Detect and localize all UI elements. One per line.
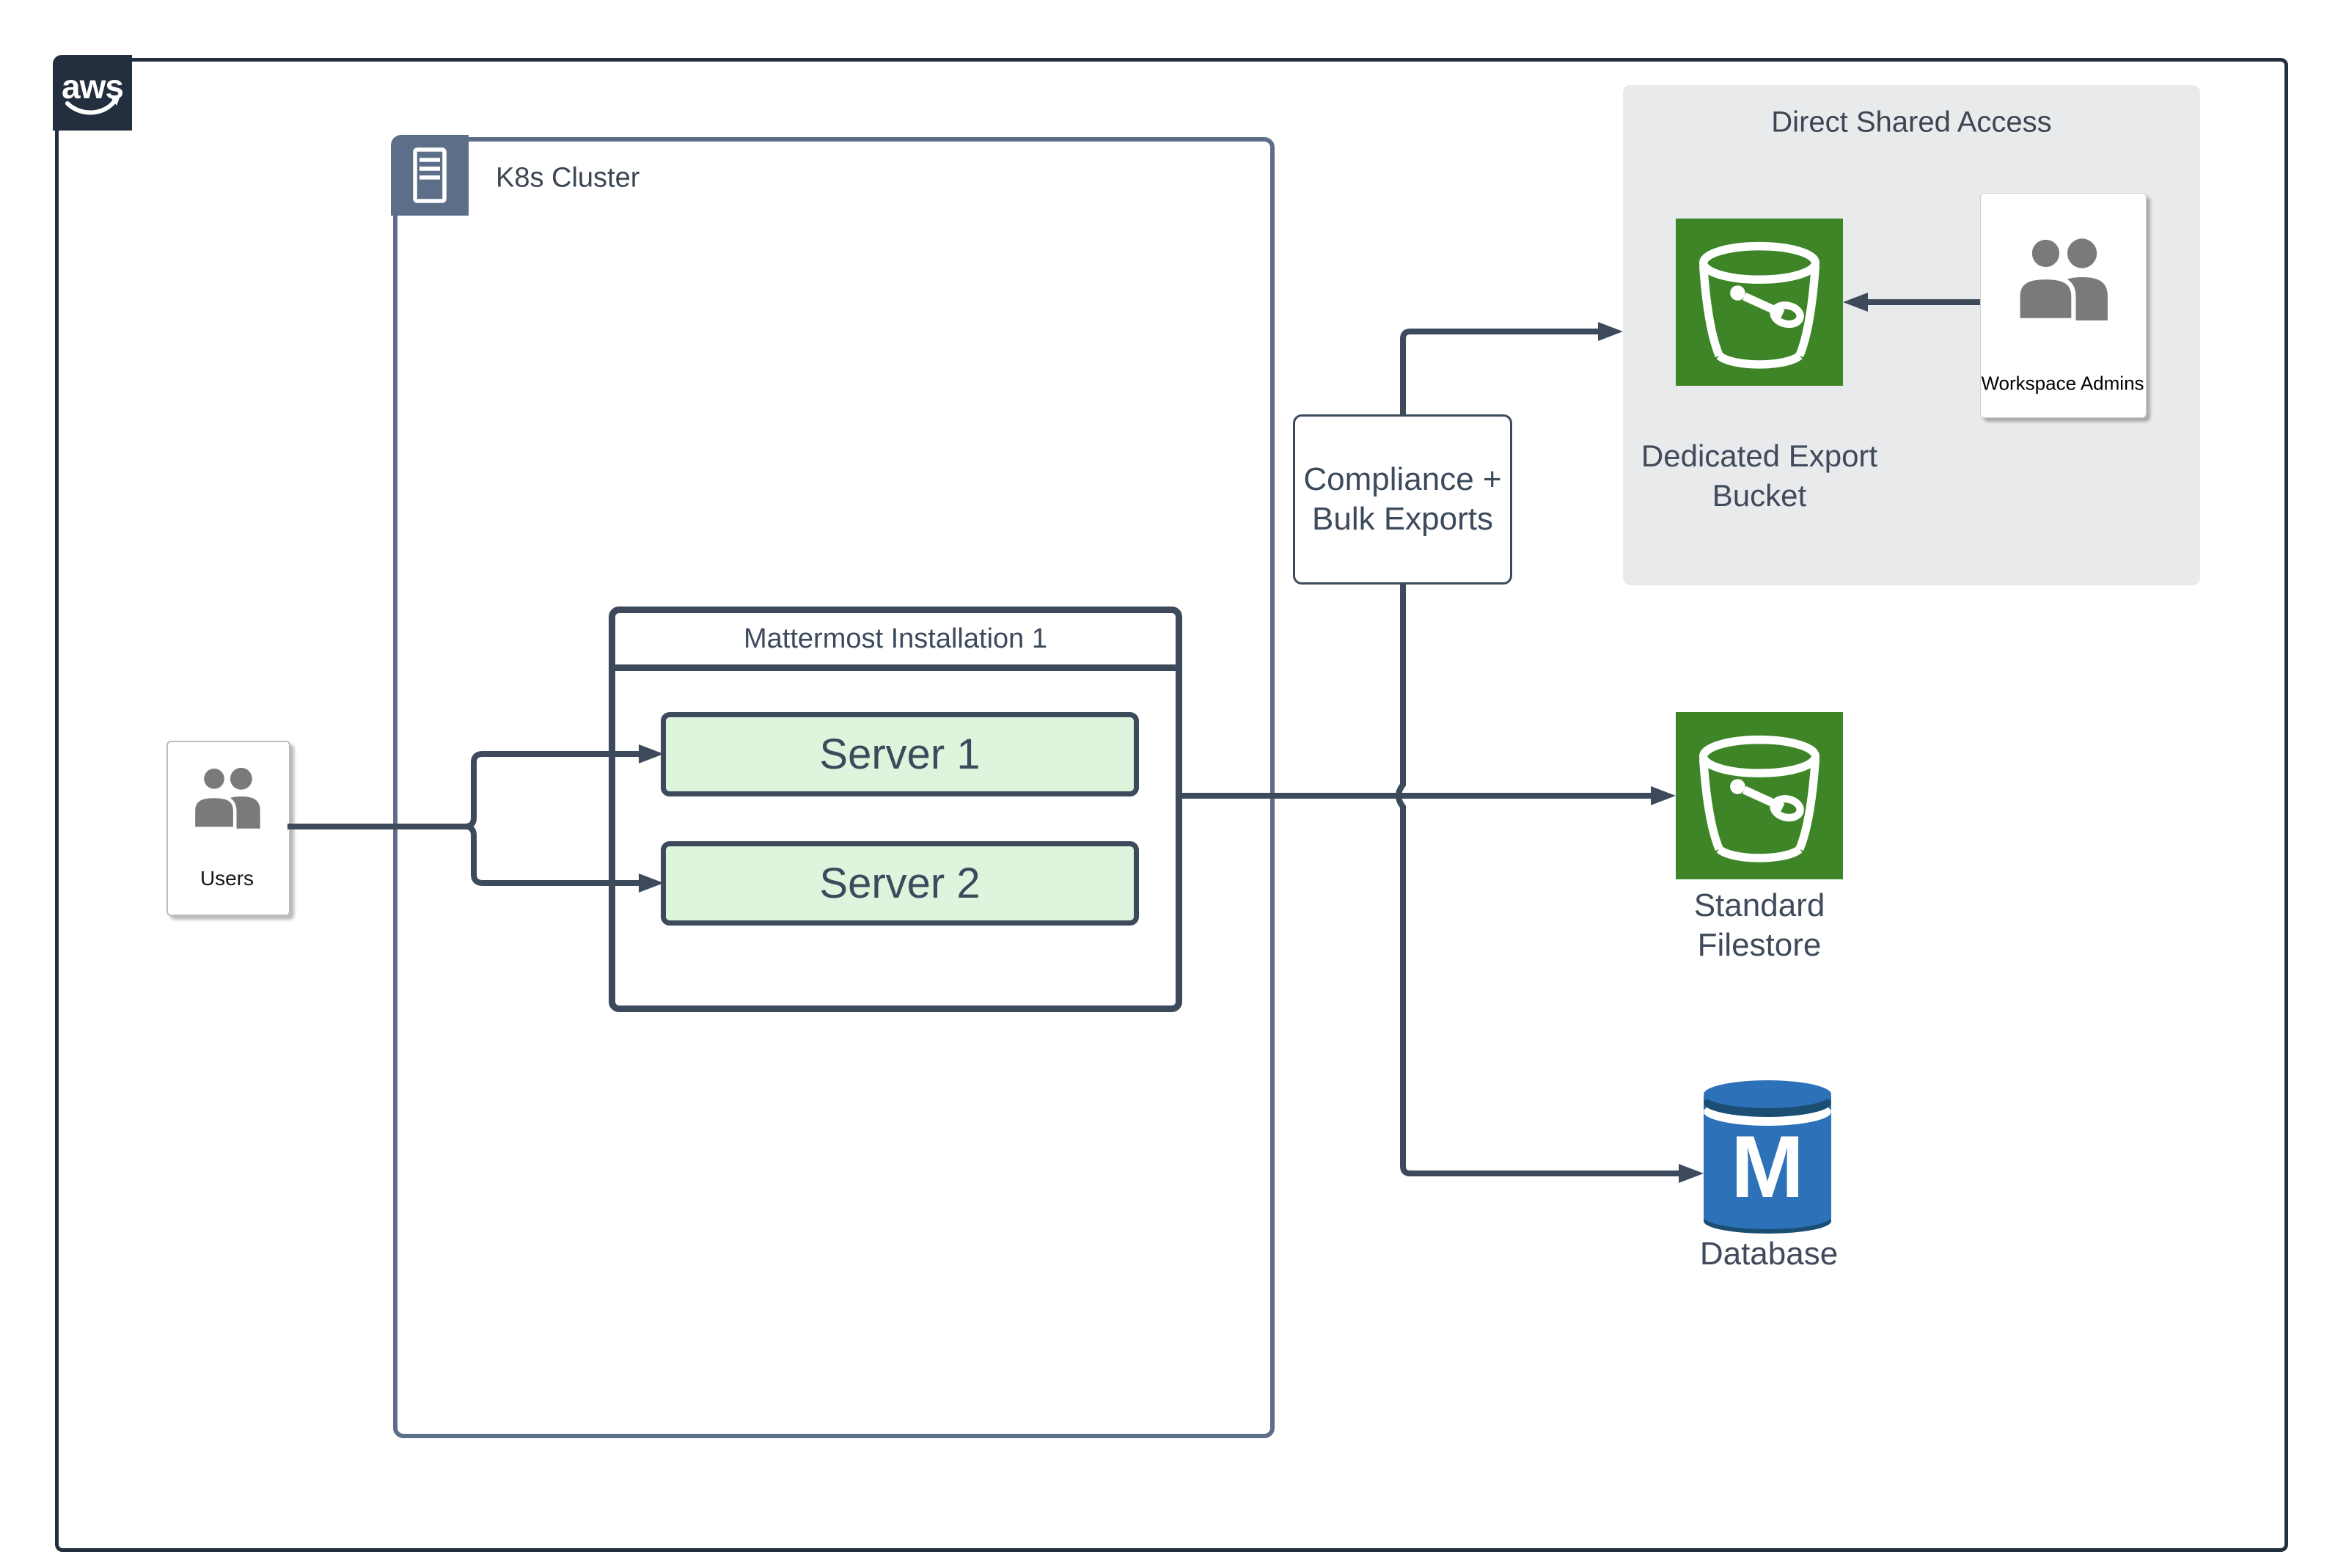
standard-filestore-label-line1: Standard [1693, 887, 1825, 923]
workspace-admins-icon [2015, 235, 2108, 323]
dedicated-export-bucket-node [1676, 219, 1843, 386]
s3-bucket-icon [1698, 735, 1820, 862]
database-cylinder-icon: M [1704, 1080, 1831, 1234]
workspace-admins-label: Workspace Admins [1981, 372, 2144, 395]
dedicated-export-bucket-label-line2: Bucket [1712, 478, 1807, 513]
direct-shared-access-title: Direct Shared Access [1771, 106, 2052, 139]
k8s-cluster-badge [391, 135, 469, 216]
standard-filestore-node [1676, 712, 1843, 879]
database-label: Database [1699, 1236, 1839, 1272]
mattermost-installation-box: Mattermost Installation 1 [609, 607, 1182, 1012]
database-letter: M [1731, 1118, 1804, 1216]
server-1-node: Server 1 [661, 712, 1139, 796]
aws-account-boundary [55, 58, 2288, 1552]
aws-smile-icon [65, 94, 121, 115]
compliance-label-line1: Compliance + [1303, 461, 1502, 497]
server-1-label: Server 1 [819, 730, 981, 778]
users-label: Users [199, 867, 254, 890]
users-icon [191, 765, 260, 830]
compliance-bulk-exports-node: Compliance + Bulk Exports [1293, 414, 1512, 585]
server-2-node: Server 2 [661, 841, 1139, 926]
compliance-label-line2: Bulk Exports [1312, 501, 1493, 537]
users-node [166, 741, 290, 916]
standard-filestore-label-line2: Filestore [1697, 927, 1822, 963]
dedicated-export-bucket-label-line1: Dedicated Export [1641, 439, 1878, 473]
s3-bucket-icon [1698, 241, 1820, 369]
server-2-label: Server 2 [819, 860, 981, 907]
aws-logo-icon: aws [53, 55, 132, 131]
k8s-cluster-label: K8s Cluster [496, 162, 640, 194]
server-rack-icon [413, 147, 447, 203]
mattermost-installation-title: Mattermost Installation 1 [615, 613, 1176, 671]
database-node: M [1704, 1071, 1831, 1234]
workspace-admins-node [1980, 193, 2147, 418]
